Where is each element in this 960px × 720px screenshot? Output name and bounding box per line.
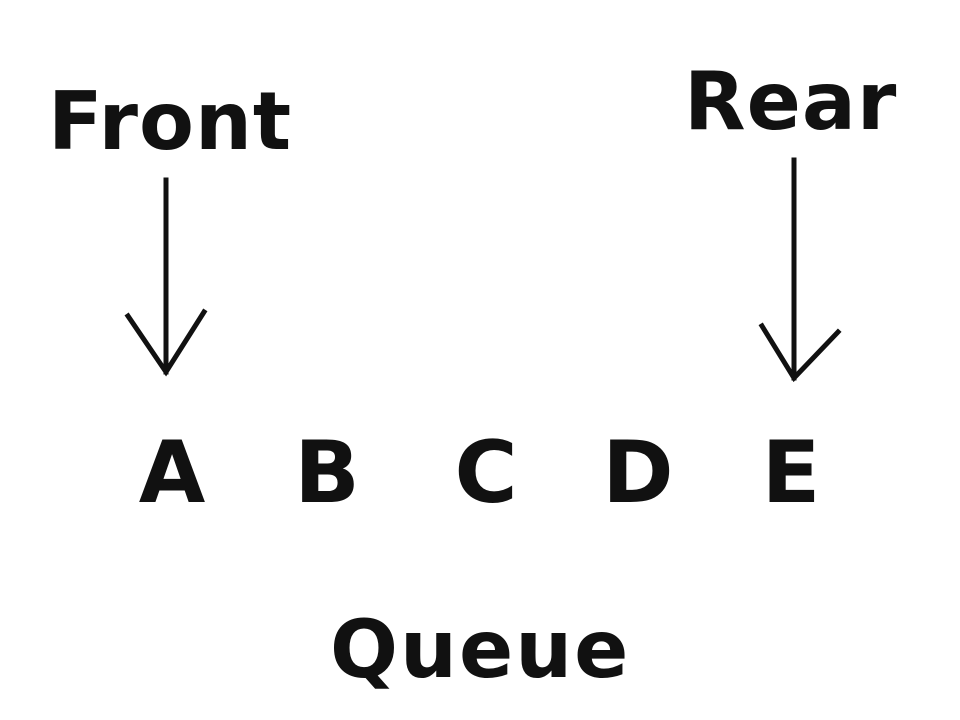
queue-caption: Queue <box>330 603 631 696</box>
queue-item: A <box>138 423 206 523</box>
queue-item: B <box>294 423 360 523</box>
queue-item: E <box>761 423 821 523</box>
front-arrow <box>124 177 208 377</box>
front-pointer-label: Front <box>48 75 293 168</box>
queue-item: C <box>454 423 518 523</box>
rear-pointer-label: Rear <box>684 55 898 148</box>
rear-arrow <box>758 157 842 383</box>
queue-item: D <box>602 423 674 523</box>
queue-elements: A B C D E <box>0 430 960 520</box>
